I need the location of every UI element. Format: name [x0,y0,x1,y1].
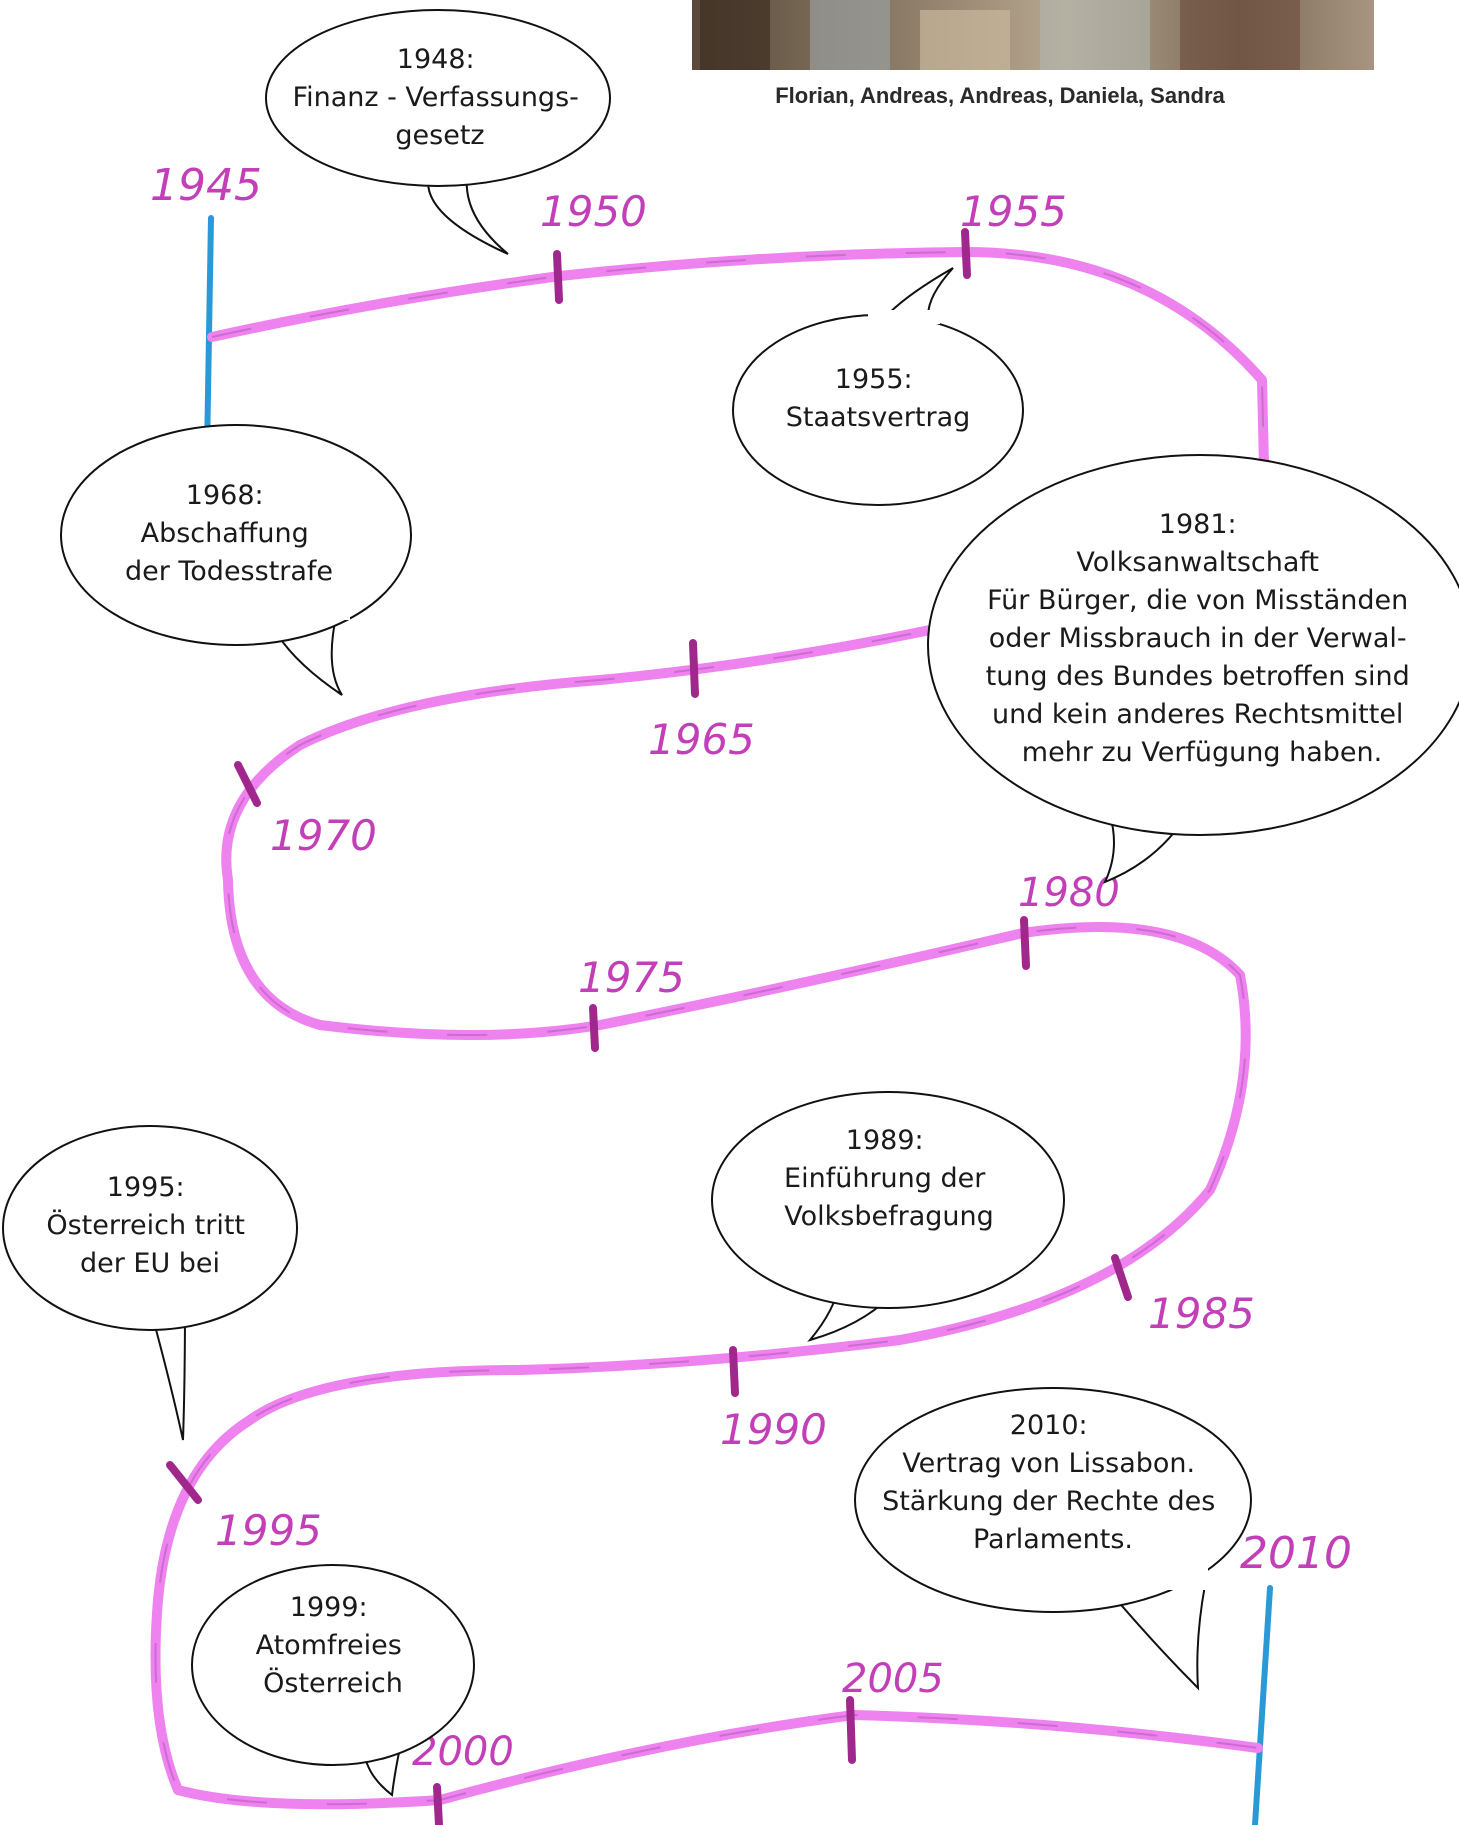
event-line: tung des Bundes betroffen sind [986,661,1410,692]
year-label-1980: 1980 [1018,870,1120,916]
year-label-end: 2010 [1240,1528,1352,1579]
bubble-shape [927,454,1459,836]
event-line: Einführung der [784,1163,986,1194]
tick-1990 [729,1346,739,1397]
year-label-1965: 1965 [648,715,755,764]
event-text: 1989: Einführung der Volksbefragung [784,1125,994,1232]
event-text: 1948: Finanz - Verfassungs- gesetz [293,44,588,151]
event-line: oder Missbrauch in der Verwal- [989,623,1407,654]
tick-1995 [166,1461,202,1504]
event-line: Für Bürger, die von Misständen [987,585,1408,616]
bubble-tail [1097,1578,1207,1691]
year-label-start: 1945 [150,160,262,211]
bubble-shape [711,1091,1065,1309]
event-line: der EU bei [80,1248,220,1279]
year-label-1985: 1985 [1148,1289,1255,1338]
event-line: Volksbefragung [784,1201,994,1232]
bubble-shape [854,1387,1252,1613]
event-text: 1981: Volksanwaltschaft Für Bürger, die … [986,509,1419,768]
tick-2000 [433,1783,443,1825]
event-line: 1981: [1159,509,1237,540]
event-bubble-1995: 1995: Österreich tritt der EU bei [2,1125,298,1441]
event-text: 2010: Vertrag von Lissabon. Stärkung der… [882,1410,1224,1555]
bubble-shape [191,1564,475,1766]
year-label-1990: 1990 [720,1405,827,1454]
event-line: Vertrag von Lissabon. [902,1448,1195,1479]
event-bubble-2010: 2010: Vertrag von Lissabon. Stärkung der… [854,1387,1252,1691]
event-line: Staatsvertrag [786,402,971,433]
year-label-2005: 2005 [842,1656,944,1702]
year-label-1995: 1995 [215,1506,322,1555]
tick-1975 [589,1004,599,1052]
year-label-1955: 1955 [960,187,1067,236]
tick-1970 [234,761,261,807]
event-bubble-1989: 1989: Einführung der Volksbefragung [711,1091,1065,1342]
year-label-1970: 1970 [270,811,377,860]
event-line: 1995: [107,1172,185,1203]
event-line: Parlaments. [973,1524,1133,1555]
tick-1950 [553,250,563,304]
event-line: Österreich [263,1667,403,1699]
photo-caption: Florian, Andreas, Andreas, Daniela, Sand… [775,83,1225,108]
bubble-shape [60,424,412,646]
tick-1965 [689,639,699,698]
bubble-shape [2,1125,298,1331]
event-text: 1955: Staatsvertrag [786,364,971,433]
event-bubble-1955: 1955: Staatsvertrag [732,267,1024,506]
tick-2005 [846,1696,856,1764]
event-line: 1955: [835,364,913,395]
event-line: 1968: [186,480,264,511]
event-line: gesetz [395,120,484,151]
year-label-1975: 1975 [578,953,685,1002]
event-line: Abschaffung [141,518,309,549]
year-label-1950: 1950 [540,187,647,236]
tick-1955 [961,228,971,279]
event-line: Volksanwaltschaft [1076,547,1319,578]
group-photo [692,0,1374,70]
tick-1980 [1020,916,1030,970]
timeline-end-bar [1252,1585,1273,1825]
event-line: Finanz - Verfassungs- [293,82,579,113]
event-line: 1989: [846,1125,924,1156]
event-text: 1999: Atomfreies Österreich [256,1592,411,1699]
bubble-tail [146,1298,187,1441]
tick-1985 [1111,1254,1132,1301]
event-text: 1995: Österreich tritt der EU bei [46,1172,253,1279]
event-text: 1968: Abschaffung der Todesstrafe [125,480,333,587]
event-line: 2010: [1010,1410,1088,1441]
event-line: Atomfreies [256,1630,402,1661]
year-ticks [166,228,1132,1825]
event-bubble-1948: 1948: Finanz - Verfassungs- gesetz [265,9,611,255]
event-line: mehr zu Verfügung haben. [1022,737,1382,768]
event-bubble-1968: 1968: Abschaffung der Todesstrafe [60,424,412,696]
event-line: 1948: [397,44,475,75]
event-line: 1999: [290,1592,368,1623]
event-line: Österreich tritt [46,1209,245,1241]
event-bubble-1981: 1981: Volksanwaltschaft Für Bürger, die … [927,454,1459,884]
bubble-shape [265,9,611,187]
event-line: Stärkung der Rechte des [882,1486,1215,1517]
event-bubble-1999: 1999: Atomfreies Österreich [191,1564,475,1797]
event-line: der Todesstrafe [125,556,333,587]
event-line: und kein anderes Rechtsmittel [992,699,1403,730]
